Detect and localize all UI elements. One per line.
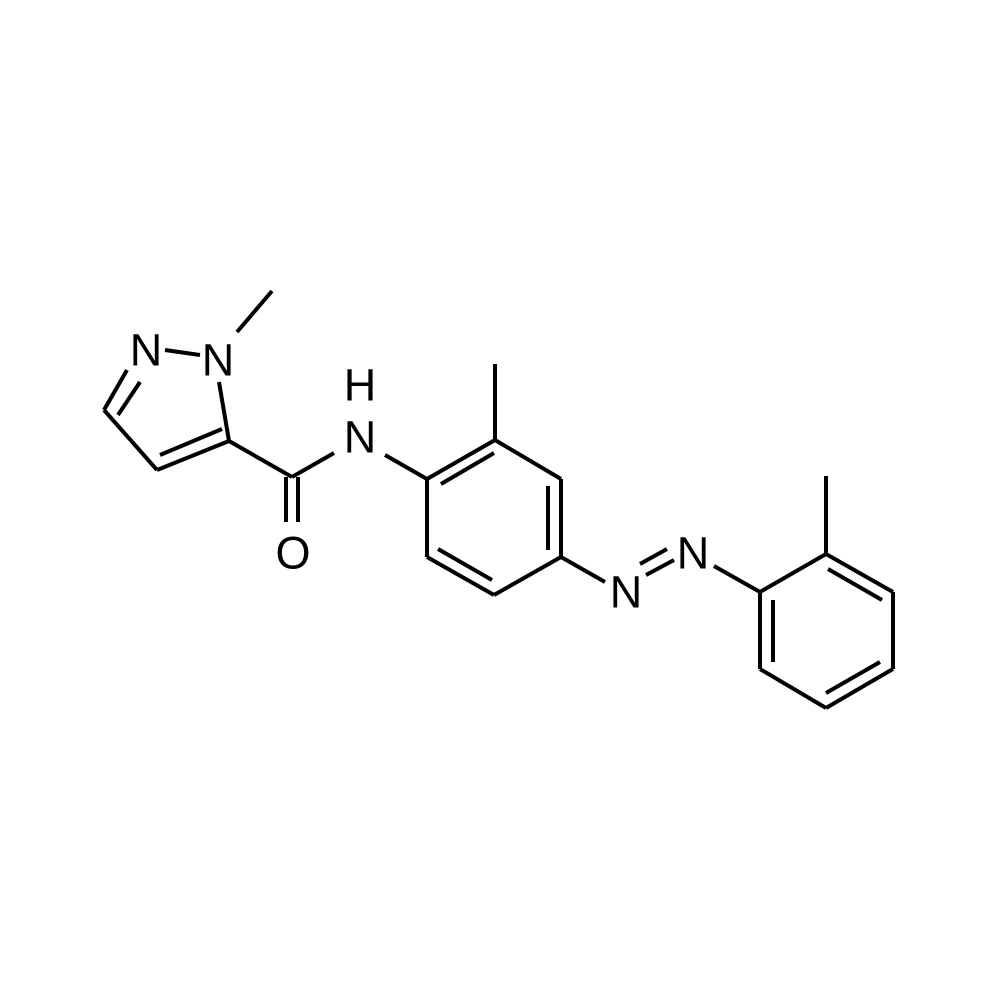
atom-label-carbonyl-o: O bbox=[275, 528, 310, 579]
bond-n2-c3 bbox=[102, 369, 129, 411]
bond-t4-t5 bbox=[824, 667, 895, 710]
bond-c3-c4 bbox=[102, 408, 159, 472]
bond-azo-tolyl bbox=[713, 564, 761, 594]
bond-n2-c3-inner bbox=[116, 380, 142, 417]
atom-label-amide-h: H bbox=[344, 360, 377, 411]
bond-b1-b2-inner bbox=[439, 451, 496, 486]
bond-c5-carbonyl bbox=[228, 439, 293, 479]
bond-c4-c5-inner bbox=[159, 427, 223, 457]
bond-carbonyl-nh bbox=[291, 451, 335, 479]
atom-label-pyrazole-n1: N bbox=[202, 335, 235, 386]
bond-t1-t2 bbox=[759, 552, 827, 594]
bond-b5-b6 bbox=[426, 555, 495, 597]
bond-n1-methyl bbox=[235, 289, 274, 334]
bond-t5-t6 bbox=[758, 667, 828, 710]
bond-b5-b6-inner bbox=[437, 547, 493, 582]
atom-label-pyrazole-n2: N bbox=[130, 325, 163, 376]
bond-t4-t5-inner bbox=[825, 660, 881, 695]
bond-b1-b2 bbox=[426, 438, 496, 481]
bond-azo-nn-double bbox=[639, 547, 668, 566]
bond-t2-t3 bbox=[825, 552, 894, 594]
bond-c4-c5 bbox=[156, 439, 230, 472]
bond-t2-t3-inner bbox=[827, 567, 883, 602]
bond-c5-n1 bbox=[217, 381, 231, 442]
bond-b2-b3 bbox=[493, 438, 563, 481]
atom-label-azo-n2: N bbox=[677, 528, 710, 579]
atom-label-azo-n1: N bbox=[610, 567, 643, 618]
bond-b4-azo bbox=[560, 555, 606, 584]
bond-nh-aryl bbox=[384, 453, 428, 481]
bond-b4-b5 bbox=[493, 555, 562, 597]
atom-label-amide-n: N bbox=[344, 412, 377, 463]
bond-azo-nn bbox=[645, 558, 675, 577]
bond-n1-n2 bbox=[164, 348, 201, 357]
